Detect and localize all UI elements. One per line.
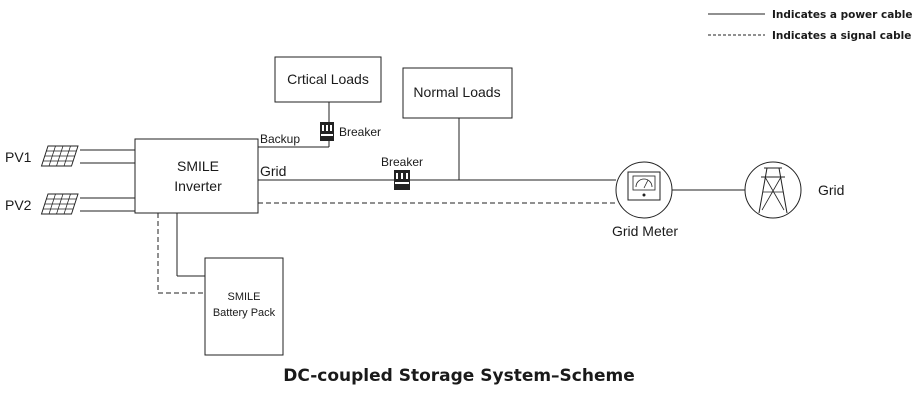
meter-icon	[615, 161, 673, 219]
solar-panel-icon	[40, 145, 79, 167]
backup-port-label: Backup	[260, 132, 300, 146]
transmission-tower-icon	[744, 161, 802, 219]
battery-label-line1: SMILE	[227, 291, 260, 303]
diagram-caption: DC-coupled Storage System–Scheme	[283, 366, 635, 386]
breaker-icon	[320, 122, 334, 141]
signal-cables	[157, 202, 617, 294]
legend-signal-label: Indicates a signal cable	[772, 30, 911, 42]
breaker-grid-label: Breaker	[381, 155, 423, 169]
grid-port-label: Grid	[260, 163, 286, 179]
inverter-label-line2: Inverter	[174, 178, 222, 194]
normal-loads-label: Normal Loads	[413, 84, 500, 100]
battery-label-line2: Battery Pack	[213, 307, 276, 319]
breaker-icon	[394, 170, 410, 190]
pv1-label: PV1	[5, 149, 32, 165]
normal-loads-box	[402, 67, 513, 119]
breaker-backup-label: Breaker	[339, 125, 381, 139]
grid-label: Grid	[818, 182, 844, 198]
solar-panel-icon	[40, 193, 79, 215]
pv2-label: PV2	[5, 197, 32, 213]
critical-loads-box	[274, 56, 382, 103]
critical-loads-label: Crtical Loads	[287, 71, 369, 87]
inverter-label-line1: SMILE	[177, 158, 219, 174]
power-cables	[80, 102, 745, 277]
battery-pack-box	[204, 257, 284, 356]
inverter-box	[134, 138, 259, 214]
grid-meter-label: Grid Meter	[612, 223, 678, 239]
legend: Indicates a power cable Indicates a sign…	[708, 9, 913, 42]
legend-power-label: Indicates a power cable	[772, 9, 913, 21]
